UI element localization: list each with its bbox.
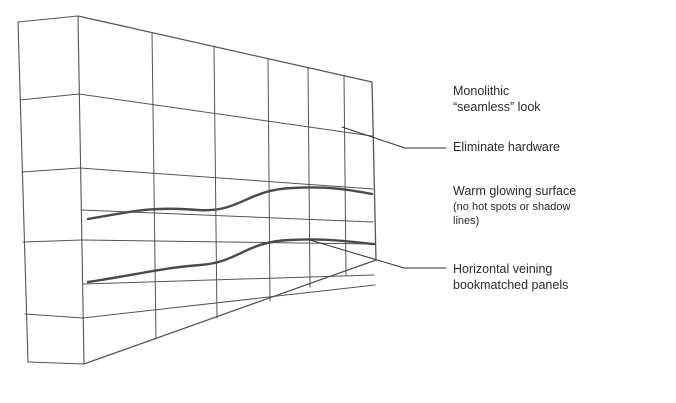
wall-horizontal-joints <box>78 93 376 319</box>
eliminate-hardware-text: Eliminate hardware <box>453 140 560 154</box>
wall-side-face <box>17 15 85 365</box>
monolithic-label-line2: “seamless” look <box>453 99 541 114</box>
warm-note-line1: (no hot spots or shadow <box>453 201 571 213</box>
monolithic-label: Monolithic “seamless” look <box>453 84 541 115</box>
wall-vertical-joints <box>151 32 347 340</box>
wall-front-outline <box>77 15 377 365</box>
horizontal-veining-line2: bookmatched panels <box>453 277 569 292</box>
monolithic-label-line1: Monolithic <box>453 84 510 98</box>
warm-note-line2: lines) <box>453 215 480 228</box>
warm-glowing-label: Warm glowing surface <box>453 184 576 200</box>
eliminate-hardware-label: Eliminate hardware <box>453 140 560 156</box>
horizontal-veining-line1: Horizontal veining <box>453 262 553 276</box>
veining-lines <box>86 186 376 284</box>
warm-glowing-note: (no hot spots or shadow lines) <box>453 200 570 229</box>
horizontal-veining-label: Horizontal veining bookmatched panels <box>453 262 568 293</box>
warm-glowing-text: Warm glowing surface <box>453 184 577 198</box>
leader-lines <box>309 126 447 269</box>
